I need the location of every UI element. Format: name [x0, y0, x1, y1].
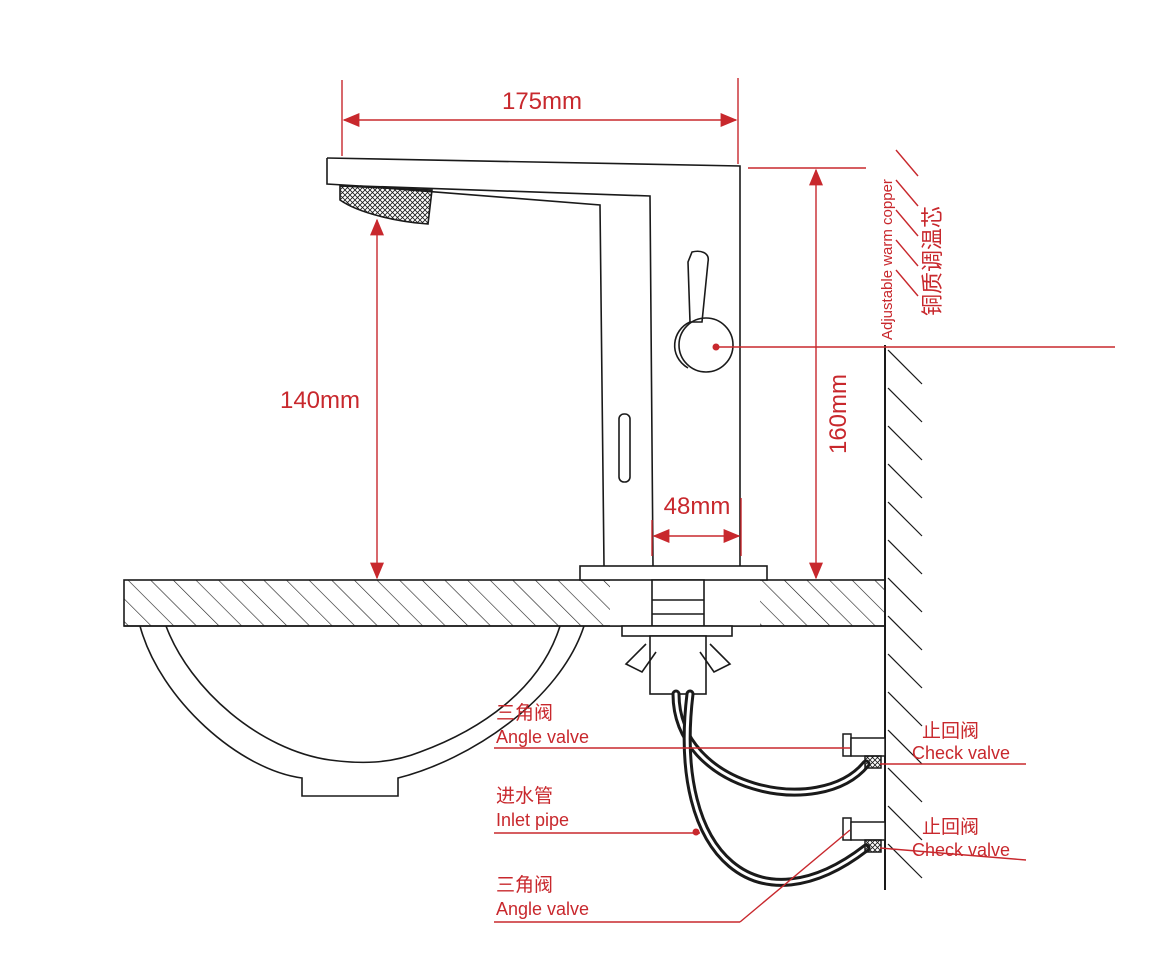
inlet-pipe-label-cn: 进水管: [496, 785, 553, 807]
inlet-pipe-leader-dot: [692, 828, 700, 836]
check-valve-upper-label-cn: 止回阀: [922, 720, 979, 742]
angle-valve-lower-label-cn: 三角阀: [496, 874, 553, 896]
angle-valve-upper: [842, 733, 886, 769]
width-dimension-label: 175mm: [502, 88, 582, 115]
angle-valve-lower-label-en: Angle valve: [496, 899, 589, 919]
check-valve-lower-label-en: Check valve: [912, 840, 1010, 860]
angle-valve-upper-label-cn: 三角阀: [496, 702, 553, 724]
wall: [884, 345, 923, 890]
dimension-lines: [341, 78, 1115, 923]
angle-valve-lower: [842, 817, 886, 853]
body-height-dimension-label: 160mm: [825, 374, 852, 454]
check-valve-lower-label-cn: 止回阀: [922, 816, 979, 838]
faucet: [326, 157, 768, 695]
cartridge-label-cn: 铜质调温芯: [920, 206, 945, 316]
check-valve-upper-label-en: Check valve: [912, 743, 1010, 763]
base-width-dimension-label: 48mm: [664, 493, 731, 520]
inlet-pipe-label-en: Inlet pipe: [496, 810, 569, 830]
basin: [139, 625, 585, 797]
spout-height-dimension-label: 140mm: [280, 387, 360, 414]
cartridge-leader-dot: [712, 343, 720, 351]
countertop: [123, 579, 886, 627]
cartridge-label-en: Adjustable warm copper: [879, 179, 896, 340]
inlet-hoses: [671, 689, 871, 887]
angle-valve-upper-label-en: Angle valve: [496, 727, 589, 747]
